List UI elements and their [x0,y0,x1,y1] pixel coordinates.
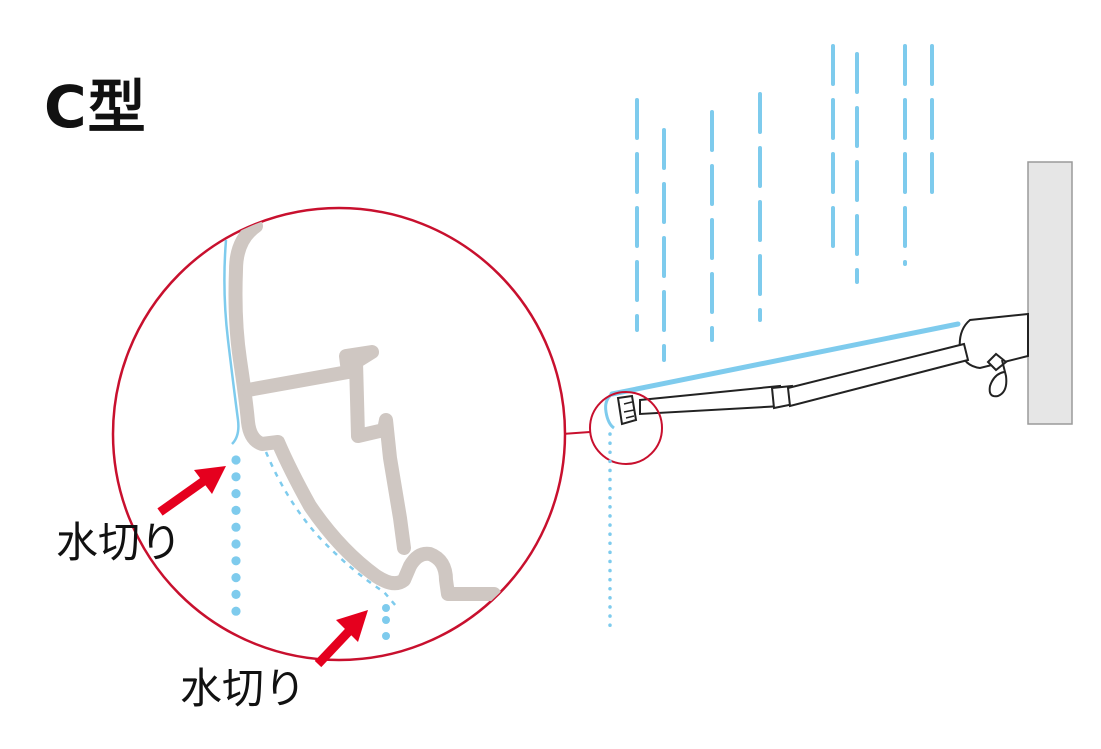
front-bar-water [604,392,615,430]
water-drop [382,604,390,612]
wall-bracket-joint [986,352,1008,372]
front-bar-profile [223,219,501,640]
awning-arm-inner [786,342,970,408]
water-drop [231,522,241,532]
water-drop [231,489,241,499]
water-film [223,239,240,445]
water-drop [231,556,241,566]
water-drop [382,616,390,624]
callout-label-drip-left: 水切り [56,518,183,567]
drip-dots-left [231,455,241,616]
water-drop [231,589,241,600]
rain-streaks [635,44,934,362]
crank-handle [988,359,1008,398]
detail-connector [561,431,591,435]
profile-outer-wall [228,219,501,601]
water-drop [231,606,241,616]
water-drop [231,573,241,583]
profile-crossbar [241,365,355,397]
red-arrow-icon [157,466,226,516]
awning-canvas [609,321,961,397]
drip-dots-right [382,604,390,640]
front-bar-detail [623,401,635,419]
water-drop [231,455,241,465]
page-title: C型 [44,73,147,141]
callout-label-drip-bottom: 水切り [180,664,307,713]
detail-marker-circle [589,391,663,465]
awning-arm-outer [639,384,784,416]
wall [1027,161,1073,425]
water-flow-curve [264,451,397,607]
water-drop [231,539,241,549]
profile-inner-channel [339,345,411,555]
red-arrow-icon [314,610,368,668]
water-drop [382,632,390,640]
water-drop [231,472,241,482]
water-drop [231,505,241,515]
